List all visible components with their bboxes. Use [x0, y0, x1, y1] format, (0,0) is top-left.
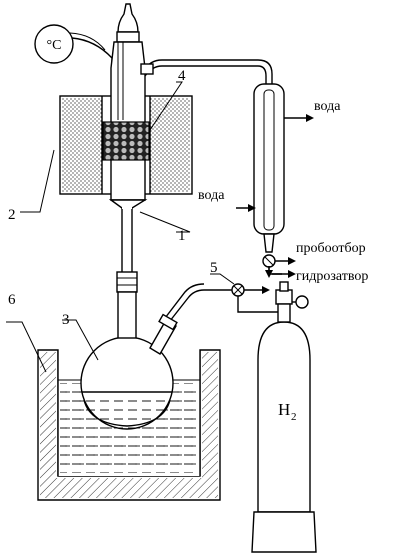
label-3: 3 [62, 312, 70, 328]
reactor-tube [102, 3, 273, 301]
label-4: 4 [178, 68, 186, 84]
valve-5 [231, 283, 245, 297]
catalyst-bed [102, 121, 150, 161]
cylinder-gas-label: H [278, 400, 290, 419]
water-seal-label: гидрозатвор [296, 269, 368, 284]
label-2: 2 [8, 207, 16, 223]
thermocouple-wire-2 [69, 32, 106, 51]
gas-line [161, 283, 285, 327]
label-6: 6 [8, 292, 16, 308]
hydrogen-cylinder: H 2 [251, 281, 317, 553]
leader-lines [6, 81, 235, 373]
round-bottom-flask [80, 291, 178, 430]
water-out-label: вода [314, 99, 341, 114]
thermometer-label: °C [47, 38, 62, 53]
condenser [236, 83, 314, 278]
sampling-label: пробоотбор [296, 241, 366, 256]
cylinder-gas-subscript: 2 [291, 411, 297, 423]
label-5: 5 [210, 260, 218, 276]
water-seal-arrow [272, 270, 296, 278]
water-in-label: вода [198, 188, 225, 203]
label-1: 1 [178, 228, 186, 244]
thermometer-dial [34, 24, 74, 64]
